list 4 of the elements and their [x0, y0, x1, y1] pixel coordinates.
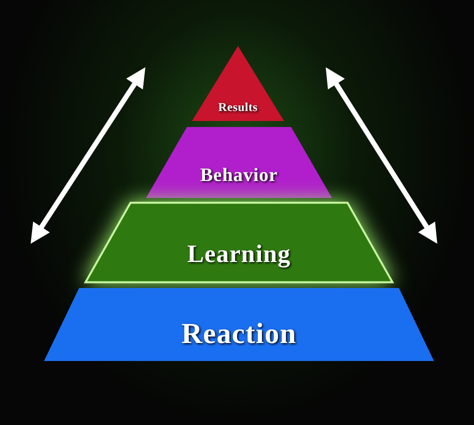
tier-label: Learning [187, 242, 291, 267]
tier-label: Results [218, 100, 258, 112]
tier-label: Reaction [181, 320, 297, 349]
tier-label: Behavior [200, 166, 278, 185]
